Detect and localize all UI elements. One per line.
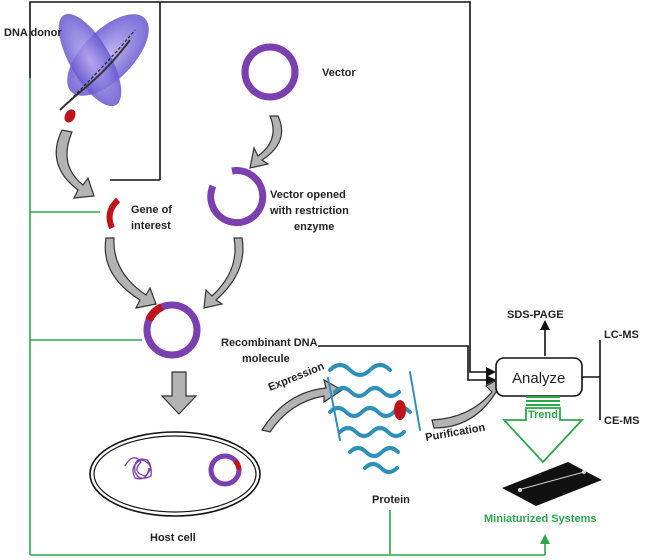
lc-ms-label: LC-MS <box>604 329 639 341</box>
host-cell <box>89 431 261 517</box>
trend-label: Trend <box>528 409 558 421</box>
trend-arrow <box>501 396 585 464</box>
analyze-label: Analyze <box>512 370 565 387</box>
miniaturized-systems-label: Miniaturized Systems <box>484 513 596 525</box>
recombinant-label-line1: Recombinant DNA <box>221 337 318 349</box>
microchip-device <box>502 462 602 506</box>
recombinant-plasmid <box>143 301 201 359</box>
vector-label: Vector <box>322 67 356 79</box>
opened-vector-plasmid <box>207 167 267 227</box>
gene-of-interest-fragment <box>106 197 121 230</box>
vector-opened-label-line2: with restriction <box>269 205 349 217</box>
chromosome-image <box>58 13 149 123</box>
protein-label: Protein <box>372 494 410 506</box>
green-connector-lines <box>29 78 550 556</box>
recombinant-label-line2: molecule <box>242 353 290 365</box>
gene-label-line2: interest <box>131 220 171 232</box>
vector-opened-label-line1: Vector opened <box>270 189 346 201</box>
ce-ms-label: CE-MS <box>604 415 639 427</box>
vector-opened-label-line3: enzyme <box>294 221 334 233</box>
vector-plasmid <box>241 43 299 101</box>
dna-donor-label: DNA donor <box>4 27 62 39</box>
black-connector-lines <box>29 1 601 420</box>
bacterial-chromosome-tangle <box>124 457 152 480</box>
host-cell-label: Host cell <box>150 532 196 544</box>
protein-structure <box>327 363 421 474</box>
sds-page-label: SDS-PAGE <box>507 309 564 321</box>
gene-label-line1: Gene of <box>131 204 172 216</box>
